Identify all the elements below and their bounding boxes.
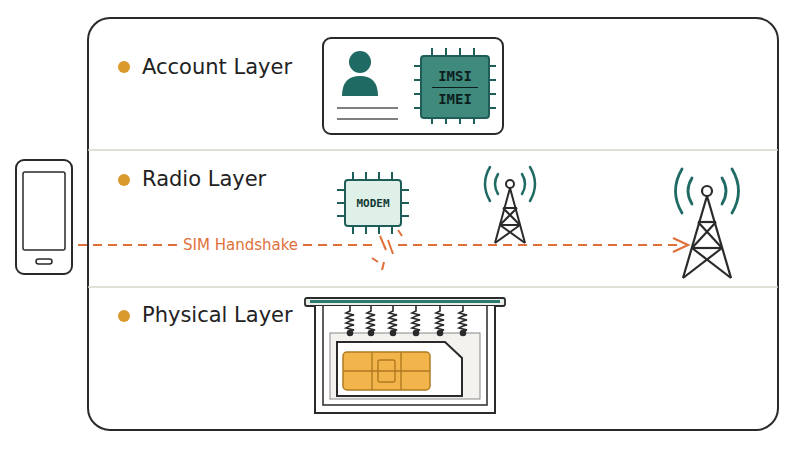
- layer-name: Physical Layer: [142, 303, 293, 327]
- bullet: [118, 174, 130, 186]
- outer-panel: [88, 18, 778, 430]
- chip-pins: [414, 48, 496, 124]
- id-card: [323, 38, 503, 134]
- cell-tower: [495, 180, 525, 243]
- contact-pin: [461, 331, 466, 336]
- handshake-line: [78, 230, 688, 270]
- line-label: SIM Handshake: [180, 236, 301, 254]
- chip-label: IMSI: [438, 68, 472, 84]
- contact-pin: [369, 331, 374, 336]
- contact-pin: [438, 331, 443, 336]
- contact-pin: [391, 331, 396, 336]
- sim-card: [337, 342, 462, 396]
- chip-pins: [337, 172, 409, 234]
- chip-box: IMSI IMEI: [420, 55, 490, 119]
- phone-icon: [16, 160, 72, 274]
- chip-label: MODEM: [356, 197, 389, 210]
- chip-label: IMEI: [438, 91, 472, 107]
- band-divider: [88, 149, 778, 151]
- sim-tray: [305, 298, 505, 413]
- contact-pin: [348, 331, 353, 336]
- chip-box: MODEM: [344, 179, 402, 227]
- layer-name: Account Layer: [142, 55, 292, 79]
- contact-springs: [346, 306, 467, 336]
- layer-band: Account LayerIMSI IMEI: [88, 18, 778, 150]
- signal-waves: [485, 167, 535, 201]
- layer-band: Physical Layer: [88, 287, 778, 430]
- bullet: [118, 310, 130, 322]
- contact-pin: [414, 331, 419, 336]
- layer-name: Radio Layer: [142, 167, 266, 191]
- signal-waves: [676, 169, 739, 213]
- layer-band: Radio LayerMODEM: [88, 150, 778, 287]
- chip-divider: [432, 87, 478, 88]
- band-divider: [88, 286, 778, 288]
- bullet: [118, 61, 130, 73]
